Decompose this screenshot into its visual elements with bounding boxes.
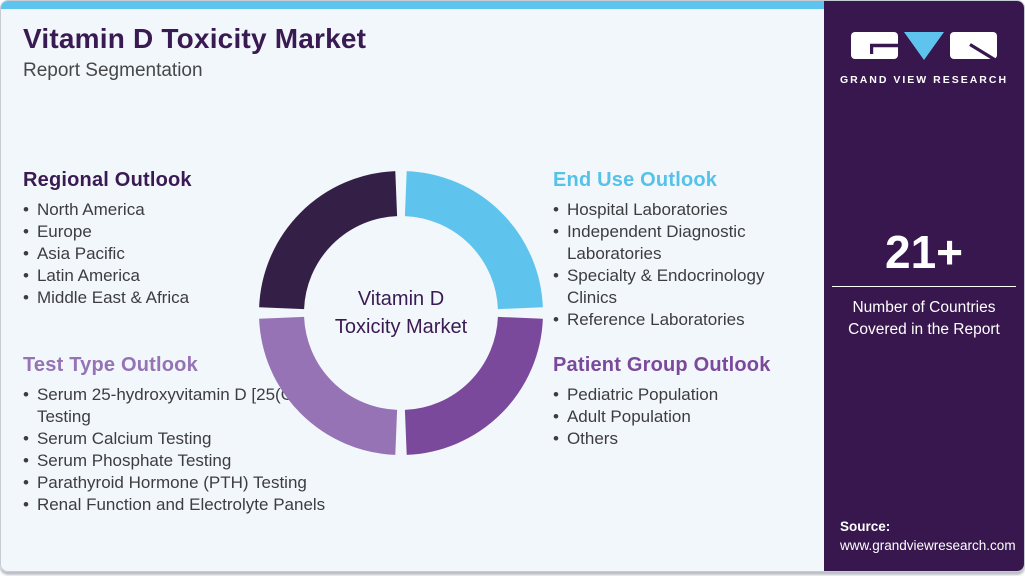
list-item: • Adult Population — [553, 406, 801, 428]
regional-outlook-heading: Regional Outlook — [23, 169, 192, 191]
list-item-label: Renal Function and Electrolyte Panels — [36, 495, 326, 514]
list-item: • Parathyroid Hormone (PTH) Testing — [23, 472, 345, 494]
countries-caption: Number of Countries Covered in the Repor… — [848, 299, 1000, 338]
bullet-icon: • — [553, 266, 559, 285]
bullet-icon: • — [23, 451, 29, 470]
bullet-icon: • — [23, 222, 29, 241]
list-item-label: Serum Calcium Testing — [36, 429, 212, 448]
bullet-icon: • — [23, 429, 29, 448]
bullet-icon: • — [23, 244, 29, 263]
list-item-label: Europe — [36, 222, 92, 241]
list-item: • Reference Laboratories — [553, 309, 801, 331]
list-item: • Europe — [23, 221, 288, 243]
test-type-segment — [259, 316, 398, 455]
section-end-use-outlook: End Use Outlook • Hospital Laboratories • I… — [553, 169, 801, 331]
bullet-icon: • — [553, 385, 559, 404]
list-item: • Serum Phosphate Testing — [23, 450, 345, 472]
countries-stat: 21+ Number of Countries Covered in the R… — [824, 227, 1024, 341]
bullet-icon: • — [553, 222, 559, 241]
list-item-label: Serum Phosphate Testing — [36, 451, 232, 470]
list-item: • Middle East & Africa — [23, 287, 288, 309]
list-item: • Pediatric Population — [553, 384, 801, 406]
patient-group-outlook-heading: Patient Group Outlook — [553, 354, 771, 376]
gvr-logo: GRAND VIEW RESEARCH — [824, 29, 1024, 86]
section-test-type-outlook: Test Type Outlook • Serum 25-hydroxyvitam… — [23, 354, 345, 516]
test-type-outlook-heading: Test Type Outlook — [23, 354, 198, 376]
list-item: • Asia Pacific — [23, 243, 288, 265]
bullet-icon: • — [553, 407, 559, 426]
donut-center-label: Vitamin D Toxicity Market — [253, 165, 549, 461]
list-item-label: Latin America — [36, 266, 140, 285]
top-accent-bar — [1, 1, 824, 9]
list-item: • Latin America — [23, 265, 288, 287]
list-item: • Serum Calcium Testing — [23, 428, 345, 450]
list-item-label: Reference Laboratories — [566, 310, 745, 329]
list-item-label: Parathyroid Hormone (PTH) Testing — [36, 473, 307, 492]
end-use-segment — [404, 171, 543, 310]
bullet-icon: • — [553, 200, 559, 219]
list-item: • Renal Function and Electrolyte Panels — [23, 494, 345, 516]
main-panel: Vitamin D Toxicity Market Report Segment… — [1, 1, 824, 571]
bullet-icon: • — [23, 385, 29, 404]
list-item-label: Asia Pacific — [36, 244, 125, 263]
list-item-label: Middle East & Africa — [36, 288, 190, 307]
title-block: Vitamin D Toxicity Market Report Segment… — [23, 23, 366, 82]
list-item-label: Pediatric Population — [566, 385, 719, 404]
list-item: • Serum 25-hydroxyvitamin D [25(OH)D] Tes… — [23, 384, 345, 428]
bullet-icon: • — [23, 266, 29, 285]
list-item-label: Others — [566, 429, 618, 448]
patient-group-outlook-list: • Pediatric Population • Adult Population • O… — [553, 384, 801, 450]
list-item-label: North America — [36, 200, 145, 219]
section-patient-group-outlook: Patient Group Outlook • Pediatric Populat… — [553, 354, 801, 450]
bullet-icon: • — [553, 310, 559, 329]
donut-chart: Vitamin D Toxicity Market — [253, 165, 549, 461]
page-title: Vitamin D Toxicity Market — [23, 23, 367, 54]
list-item-label: Adult Population — [566, 407, 691, 426]
page-subtitle: Report Segmentation — [23, 60, 203, 81]
stat-divider — [832, 286, 1016, 287]
source-url[interactable]: www.grandviewresearch.com — [840, 538, 1016, 553]
list-item-label: Hospital Laboratories — [566, 200, 728, 219]
bullet-icon: • — [23, 473, 29, 492]
list-item: • Specialty & Endocrinology Clinics — [553, 265, 801, 309]
sidebar: GRAND VIEW RESEARCH 21+ Number of Countr… — [824, 1, 1024, 571]
list-item: • Hospital Laboratories — [553, 199, 801, 221]
list-item-label: Independent Diagnostic Laboratories — [566, 222, 746, 263]
patient-group-segment — [404, 316, 543, 455]
source-label: Source: — [840, 519, 891, 534]
bullet-icon: • — [23, 200, 29, 219]
list-item: • Independent Diagnostic Laboratories — [553, 221, 801, 265]
regional-outlook-list: • North America • Europe • Asia Pacific • Latin… — [23, 199, 288, 309]
donut-center-line1: Vitamin D — [357, 288, 445, 310]
section-regional-outlook: Regional Outlook • North America • Europe • A… — [23, 169, 288, 309]
end-use-outlook-list: • Hospital Laboratories • Independent Diagn… — [553, 199, 801, 331]
regional-segment — [259, 171, 398, 310]
countries-count: 21+ — [884, 226, 964, 278]
list-item: • North America — [23, 199, 288, 221]
donut-center-line2: Toxicity Market — [334, 316, 468, 338]
list-item-label: Serum 25-hydroxyvitamin D [25(OH)D] Test… — [36, 385, 329, 426]
source-block: Source: www.grandviewresearch.com — [840, 517, 1016, 555]
end-use-outlook-heading: End Use Outlook — [553, 169, 718, 191]
gvr-logo-icon — [851, 32, 998, 63]
bullet-icon: • — [23, 288, 29, 307]
list-item: • Others — [553, 428, 801, 450]
bullet-icon: • — [553, 429, 559, 448]
list-item-label: Specialty & Endocrinology Clinics — [566, 266, 765, 307]
donut-ring-icon — [259, 171, 543, 455]
test-type-outlook-list: • Serum 25-hydroxyvitamin D [25(OH)D] Tes… — [23, 384, 345, 516]
gvr-logo-text: GRAND VIEW RESEARCH — [839, 74, 1009, 86]
bullet-icon: • — [23, 495, 29, 514]
